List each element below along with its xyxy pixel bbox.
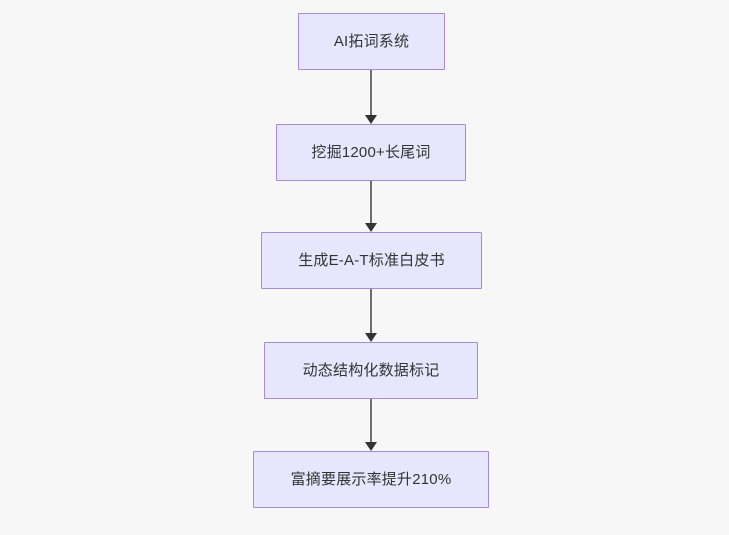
flowchart-edge-2-to-3 <box>364 181 378 232</box>
arrowhead-down-icon <box>365 333 377 342</box>
edge-line <box>370 399 372 442</box>
edge-line <box>370 70 372 115</box>
flowchart-node-5-label: 富摘要展示率提升210% <box>290 471 452 488</box>
flowchart-node-1-label: AI拓词系统 <box>333 33 410 50</box>
flowchart-node-3-label: 生成E-A-T标准白皮书 <box>298 252 445 269</box>
arrowhead-down-icon <box>365 223 377 232</box>
flowchart-node-2[interactable]: 挖掘1200+长尾词 <box>276 124 466 181</box>
flowchart-node-2-label: 挖掘1200+长尾词 <box>311 144 431 161</box>
flowchart-node-5[interactable]: 富摘要展示率提升210% <box>253 451 489 508</box>
flowchart-node-4-label: 动态结构化数据标记 <box>302 362 440 379</box>
flowchart-node-4[interactable]: 动态结构化数据标记 <box>264 342 478 399</box>
edge-line <box>370 289 372 333</box>
edge-line <box>370 181 372 223</box>
arrowhead-down-icon <box>365 442 377 451</box>
flowchart-edge-4-to-5 <box>364 399 378 451</box>
flowchart-node-3[interactable]: 生成E-A-T标准白皮书 <box>261 232 482 289</box>
flowchart-edge-3-to-4 <box>364 289 378 342</box>
flowchart-edge-1-to-2 <box>364 70 378 124</box>
flowchart-node-1[interactable]: AI拓词系统 <box>298 13 445 70</box>
arrowhead-down-icon <box>365 115 377 124</box>
